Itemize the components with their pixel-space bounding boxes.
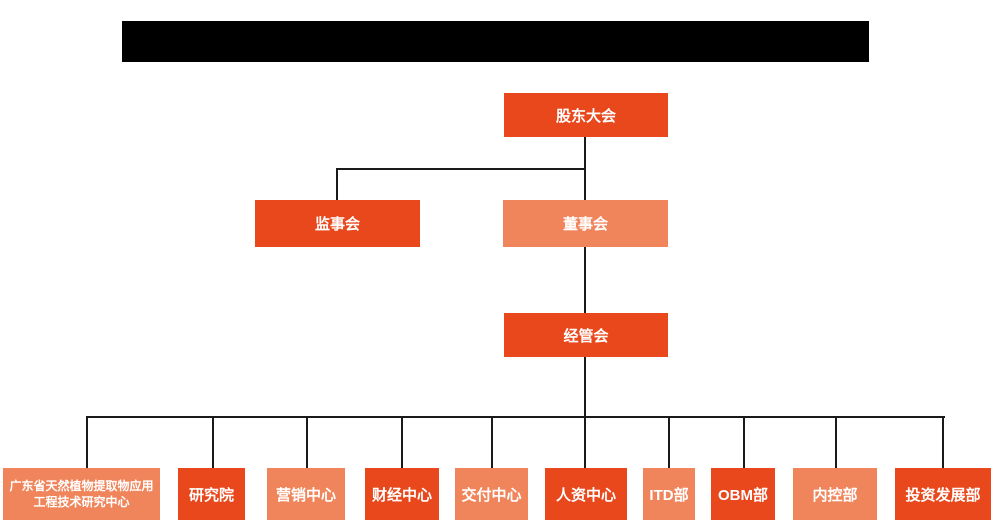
node-dept-finance-center: 财经中心 (365, 468, 439, 520)
node-dept-internal-control: 内控部 (793, 468, 877, 520)
connector-drop-investment (942, 416, 944, 468)
connector-drop-obm (743, 416, 745, 468)
redacted-title-bar (122, 21, 869, 62)
connector-management-trunk (584, 357, 586, 417)
node-dept-hr-center: 人资中心 (545, 468, 627, 520)
node-dept-marketing-center: 营销中心 (267, 468, 345, 520)
node-shareholders-meeting: 股东大会 (504, 93, 668, 137)
connector-drop-research-center (86, 416, 88, 468)
connector-departments-bus (87, 416, 945, 418)
connector-drop-hr (584, 416, 586, 468)
node-board-of-directors: 董事会 (503, 200, 668, 247)
node-dept-investment-development: 投资发展部 (895, 468, 991, 520)
connector-drop-research-institute (212, 416, 214, 468)
connector-drop-internal-control (835, 416, 837, 468)
node-dept-research-center: 广东省天然植物提取物应用工程技术研究中心 (3, 468, 160, 520)
node-management-committee: 经管会 (504, 313, 668, 357)
node-dept-delivery-center: 交付中心 (455, 468, 528, 520)
connector-drop-itd (668, 416, 670, 468)
node-dept-research-institute: 研究院 (178, 468, 245, 520)
connector-supervisory-drop (336, 168, 338, 200)
connector-drop-delivery (491, 416, 493, 468)
connector-board-to-management (584, 247, 586, 313)
connector-supervisory-branch-horizontal (336, 168, 586, 170)
connector-drop-finance (401, 416, 403, 468)
connector-drop-marketing (306, 416, 308, 468)
node-dept-obm: OBM部 (711, 468, 775, 520)
node-supervisory-board: 监事会 (255, 200, 420, 247)
node-dept-itd: ITD部 (643, 468, 695, 520)
